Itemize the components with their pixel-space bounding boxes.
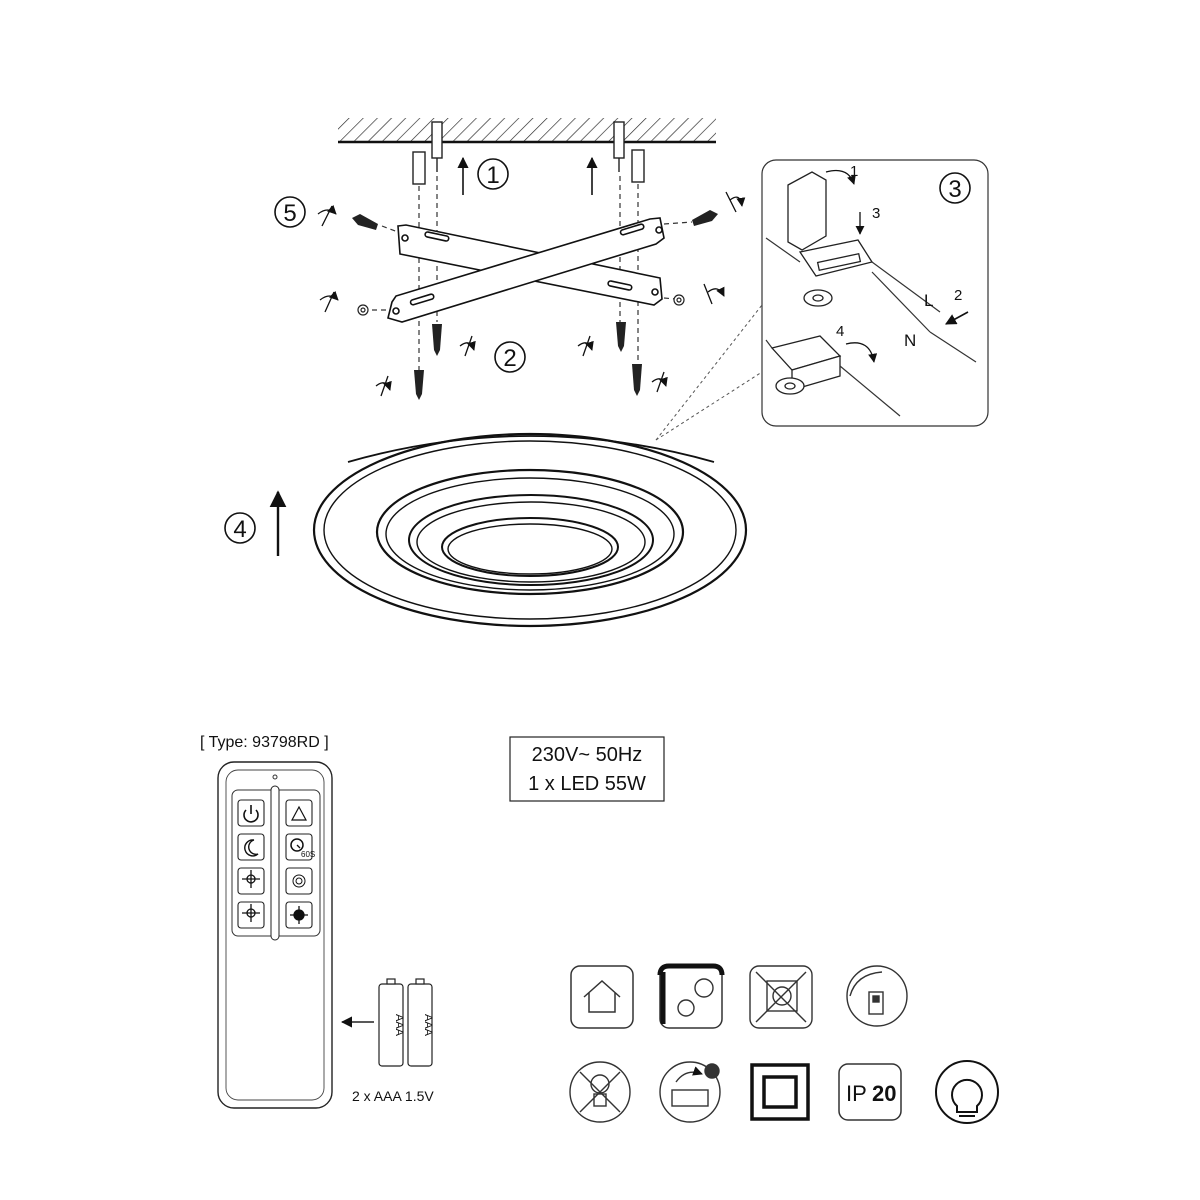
inset-step-1: 1 [850,163,858,180]
nut-left [357,304,369,316]
neutral-wire-label: N [904,331,916,350]
inset-step-4: 4 [836,323,844,340]
brightness-down-icon [242,904,260,922]
indoor-use-icon [570,965,634,1029]
battery [378,978,433,1067]
recycle-icon [659,1061,721,1123]
wall-plug-left [412,121,443,185]
step-4-badge: 4 [224,512,256,544]
warm-white-icon [292,874,306,888]
power-icon [243,805,259,823]
inset-step-2: 2 [954,287,962,304]
remote-buttons [237,799,313,929]
timer-label: 60S [301,850,315,859]
wall-switch-icon [846,965,908,1027]
step-5-number: 5 [283,200,296,227]
battery-label: AAA [422,1014,434,1037]
screw [414,322,642,400]
spec-box: 230V~ 50Hz 1 x LED 55W [509,736,665,802]
nut-right [673,294,685,306]
night-mode-icon [244,839,259,857]
mounting-bracket [387,217,665,323]
no-dimmer-icon [749,965,813,1029]
remote-control [217,761,333,1109]
ceiling-mount-icon [657,963,725,1029]
ip-prefix: IP [846,1081,867,1106]
wiring-detail-inset: 3 1 3 2 L N 4 [761,159,989,427]
step-3-badge: 3 [939,172,971,204]
rotate-icon [317,191,746,397]
brightness-up-icon [242,870,260,888]
product-type-label: [ Type: 93798RD ] [200,734,329,751]
inset-step-3: 3 [872,205,880,222]
battery-spec: 2 x AAA 1.5V [352,1088,434,1104]
wall-plug-right [613,121,645,183]
step-2-number: 2 [503,345,516,372]
side-screw-left [352,214,378,230]
step-1-badge: 1 [477,158,509,190]
ip-value: 20 [872,1081,896,1106]
cool-white-icon [290,906,308,924]
step-5-badge: 5 [274,196,306,228]
voltage-spec: 230V~ 50Hz [532,744,643,766]
step-1-number: 1 [486,162,499,189]
step-4-number: 4 [233,516,246,543]
timer-icon: 60S [290,838,315,859]
led-not-replaceable-icon [569,1061,631,1123]
lamp-spec: 1 x LED 55W [528,773,646,795]
bulb-icon [935,1060,999,1124]
step-3-number: 3 [948,176,961,203]
ip20-icon: IP 20 [838,1063,902,1121]
side-screw-right [692,210,718,226]
step-2-badge: 2 [494,341,526,373]
live-wire-label: L [924,291,933,310]
ceiling-lamp [312,432,748,628]
ceiling [338,118,716,144]
color-cycle-icon [290,805,308,821]
battery-label: AAA [393,1014,405,1037]
class-ii-icon [750,1063,810,1121]
